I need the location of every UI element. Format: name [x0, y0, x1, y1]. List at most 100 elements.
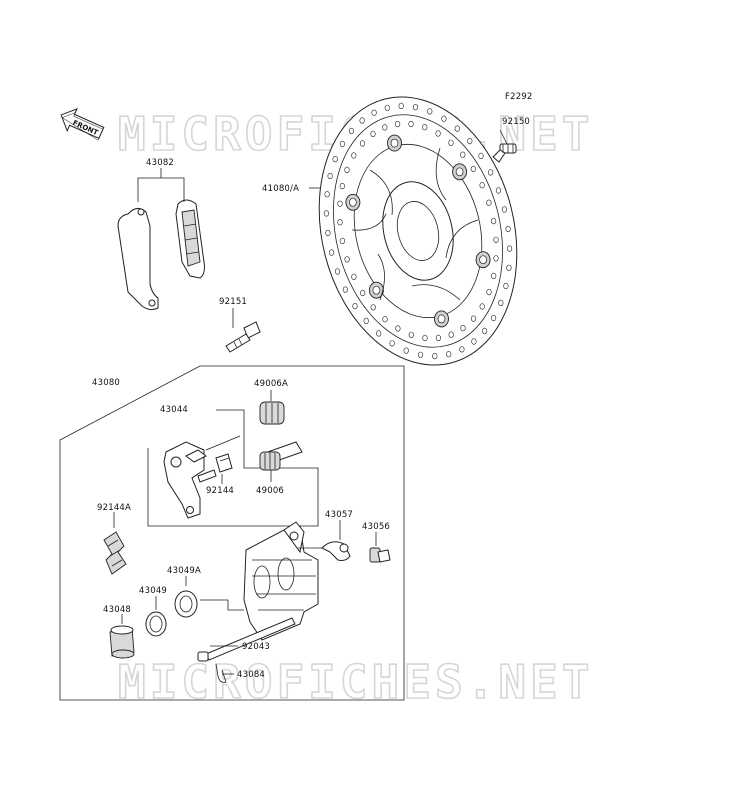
label-92043: 92043 [242, 642, 270, 652]
vent-hole [359, 140, 366, 147]
vent-hole [471, 338, 477, 345]
vent-hole [337, 200, 343, 207]
vent-hole [370, 130, 376, 137]
pad-spring-92144a [103, 531, 127, 575]
vent-hole [498, 299, 504, 307]
vent-hole [337, 219, 343, 226]
vent-hole [344, 166, 350, 173]
vent-hole [412, 104, 419, 111]
vent-hole [507, 245, 513, 252]
vent-hole [482, 327, 488, 335]
caliper-body [243, 521, 319, 641]
vent-hole [370, 304, 376, 311]
vent-hole [422, 334, 428, 342]
label-49006a: 49006A [254, 379, 288, 389]
vent-hole [448, 139, 454, 146]
label-49006: 49006 [256, 486, 284, 496]
vent-hole [422, 124, 428, 131]
mount-boss [452, 163, 468, 181]
vent-hole [359, 117, 365, 124]
leader-lines [113, 129, 508, 675]
bleeder-valve-43057 [321, 541, 351, 561]
brake-disc [318, 96, 518, 366]
vent-hole [503, 282, 509, 290]
label-43056: 43056 [362, 522, 390, 532]
vent-hole [470, 315, 477, 322]
brake-pad-right [175, 199, 205, 279]
vent-hole [398, 102, 404, 109]
vent-hole [491, 314, 497, 322]
vent-hole [486, 289, 492, 296]
vent-hole [486, 199, 492, 206]
label-41080a: 41080/A [262, 184, 299, 194]
front-arrow-icon: FRONT [60, 107, 105, 141]
mount-boss [345, 193, 361, 211]
vent-hole [417, 351, 424, 358]
label-43044: 43044 [160, 405, 188, 415]
pin-boot-49006 [259, 441, 303, 471]
label-92151: 92151 [219, 297, 247, 307]
vent-hole [495, 187, 502, 194]
vent-hole [339, 183, 345, 190]
label-43057: 43057 [325, 510, 353, 520]
vent-hole [376, 330, 382, 337]
vent-hole [467, 138, 473, 145]
vent-hole [408, 331, 414, 338]
vent-hole [327, 172, 333, 180]
vent-hole [329, 249, 335, 256]
vent-hole [360, 289, 366, 297]
vent-hole [344, 256, 350, 263]
label-92144a: 92144A [97, 503, 131, 513]
vent-hole [501, 206, 508, 213]
vent-hole [435, 334, 442, 342]
vent-hole [506, 264, 512, 271]
label-43084: 43084 [237, 670, 265, 680]
label-43080: 43080 [92, 378, 120, 388]
figure-code: F2292 [505, 92, 533, 102]
label-92144: 92144 [206, 486, 234, 496]
vent-hole [395, 120, 401, 128]
piston-43048 [109, 625, 135, 659]
caliper-assembly-box [59, 365, 405, 701]
clip-92144 [215, 453, 233, 473]
vent-hole [382, 124, 388, 131]
vent-hole [382, 316, 388, 323]
vent-hole [395, 325, 401, 332]
brake-pad-left [117, 208, 159, 311]
bolt-92151 [225, 321, 261, 353]
vent-hole [389, 340, 395, 347]
vent-hole [351, 152, 357, 159]
vent-hole [348, 127, 355, 135]
vent-hole [342, 286, 349, 293]
disc-vent-holes [323, 102, 513, 360]
vent-hole [435, 130, 441, 137]
label-43049a: 43049A [167, 566, 201, 576]
mount-boss [475, 251, 491, 269]
vent-hole [493, 236, 499, 243]
piston-seal-43049 [145, 611, 167, 637]
vent-hole [441, 115, 447, 122]
vent-hole [454, 125, 460, 132]
mount-boss [387, 134, 402, 152]
label-43049: 43049 [139, 586, 167, 596]
vent-hole [352, 303, 358, 310]
clip-43084 [215, 663, 227, 683]
vent-hole [491, 272, 497, 280]
label-43082: 43082 [146, 158, 174, 168]
vent-hole [323, 210, 330, 217]
vent-hole [488, 169, 494, 176]
vent-hole [363, 317, 369, 325]
vent-hole [479, 303, 485, 310]
vent-hole [470, 165, 476, 173]
vent-hole [505, 225, 511, 233]
cap-43056 [369, 547, 391, 563]
vent-hole [403, 347, 409, 354]
vent-hole [446, 351, 452, 358]
bolt-92150 [492, 143, 517, 163]
vent-hole [432, 353, 438, 360]
vent-hole [493, 255, 499, 262]
dust-seal-43049a [174, 590, 198, 618]
vent-hole [460, 151, 466, 158]
